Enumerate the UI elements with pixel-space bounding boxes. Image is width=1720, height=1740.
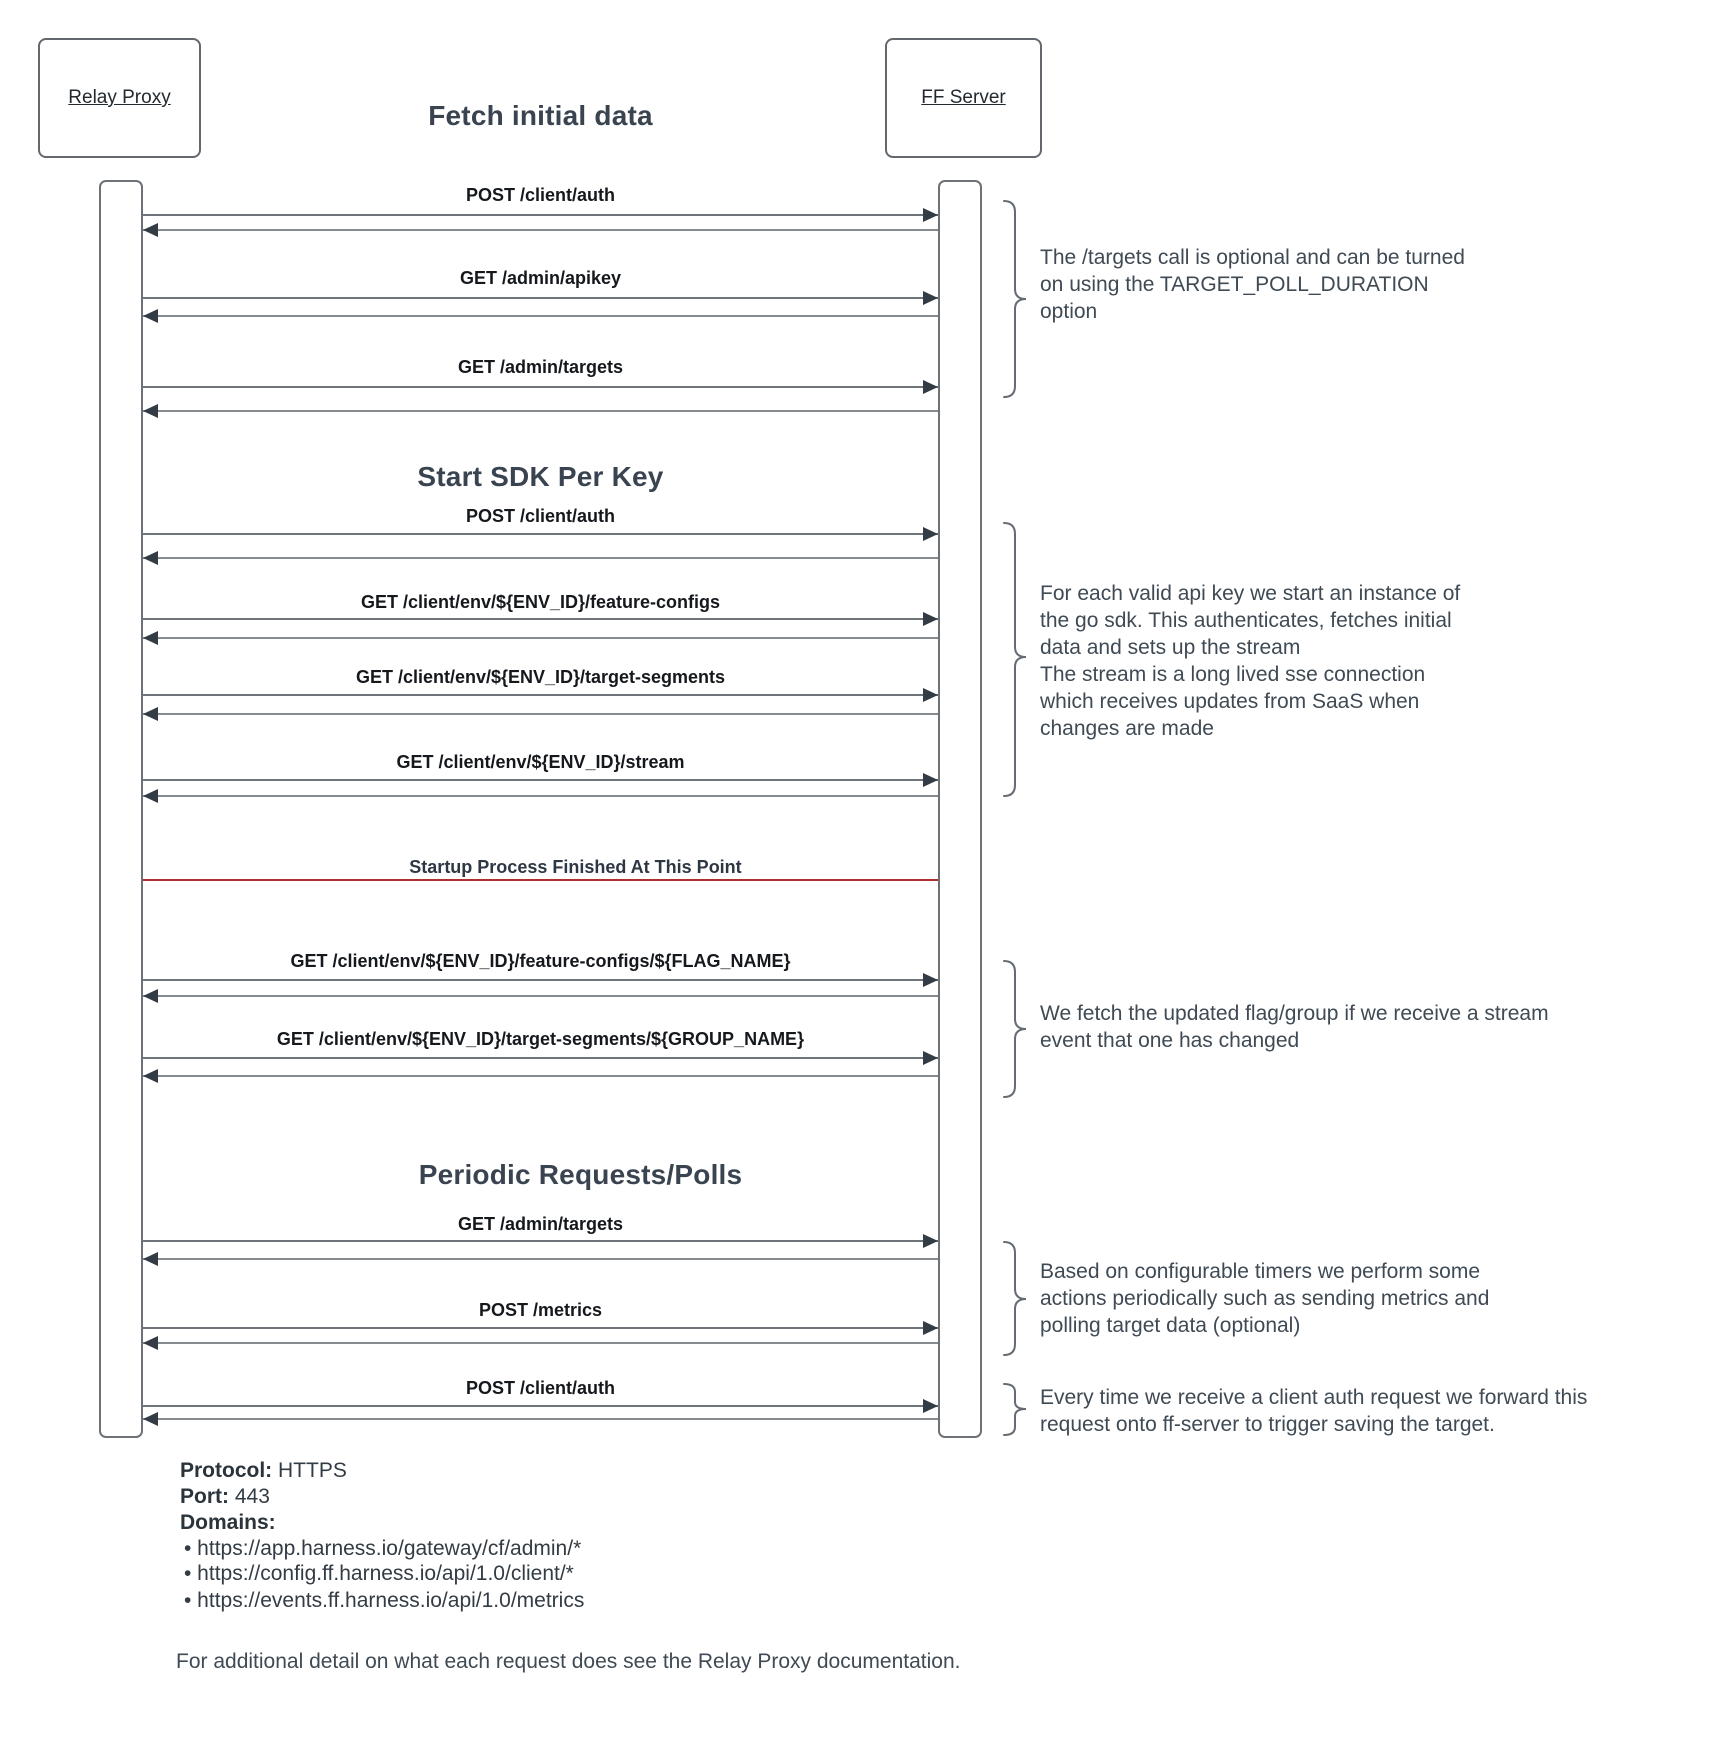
section-heading-start-sdk: Start SDK Per Key	[417, 461, 664, 492]
response-arrow	[143, 789, 938, 803]
request-arrow	[143, 527, 938, 541]
actor-box-relay-proxy: Relay Proxy	[38, 38, 201, 158]
annotation-fetch-updated: We fetch the updated flag/group if we re…	[1040, 1002, 1549, 1052]
actor-label-ff-server: FF Server	[921, 87, 1006, 108]
request-arrow	[143, 1051, 938, 1065]
response-arrow	[143, 551, 938, 565]
startup-finished-label: Startup Process Finished At This Point	[409, 857, 742, 877]
response-arrow	[143, 1336, 938, 1350]
request-arrow	[143, 1234, 938, 1248]
lifeline-bar-ff-server	[938, 180, 982, 1438]
message-label: POST /metrics	[478, 1300, 603, 1320]
domains-label: Domains:	[180, 1511, 276, 1534]
annotation-brace	[1003, 200, 1027, 398]
port-label: Port:	[180, 1485, 229, 1508]
message-label: GET /admin/targets	[457, 1214, 624, 1234]
annotation-targets-optional: The /targets call is optional and can be…	[1040, 246, 1465, 323]
actor-label-relay-proxy: Relay Proxy	[68, 87, 171, 108]
response-arrow	[143, 989, 938, 1003]
domain-item: • https://app.harness.io/gateway/cf/admi…	[184, 1537, 582, 1560]
domain-item: • https://events.ff.harness.io/api/1.0/m…	[184, 1589, 585, 1612]
request-arrow	[143, 688, 938, 702]
annotation-brace	[1003, 1241, 1027, 1356]
message-label: GET /client/env/${ENV_ID}/target-segment…	[355, 667, 726, 687]
message-label: POST /client/auth	[465, 506, 616, 526]
section-heading-periodic: Periodic Requests/Polls	[418, 1159, 743, 1190]
annotation-brace	[1003, 522, 1027, 797]
protocol-value: HTTPS	[272, 1459, 347, 1482]
request-arrow	[143, 208, 938, 222]
annotation-sdk-per-key: For each valid api key we start an insta…	[1040, 582, 1461, 740]
port-value: 443	[229, 1485, 270, 1508]
domains-line: Domains:	[180, 1511, 276, 1535]
request-arrow	[143, 380, 938, 394]
message-label: GET /admin/apikey	[459, 268, 622, 288]
request-arrow	[143, 291, 938, 305]
startup-finished-line	[143, 879, 938, 881]
message-label: POST /client/auth	[465, 185, 616, 205]
response-arrow	[143, 1069, 938, 1083]
actor-box-ff-server: FF Server	[885, 38, 1042, 158]
request-arrow	[143, 773, 938, 787]
domain-item: • https://config.ff.harness.io/api/1.0/c…	[184, 1562, 574, 1585]
protocol-label: Protocol:	[180, 1459, 273, 1482]
port-line: Port: 443	[180, 1485, 270, 1509]
response-arrow	[143, 707, 938, 721]
response-arrow	[143, 309, 938, 323]
response-arrow	[143, 631, 938, 645]
message-label: GET /client/env/${ENV_ID}/stream	[396, 752, 685, 772]
annotation-client-auth-forward: Every time we receive a client auth requ…	[1040, 1386, 1588, 1436]
response-arrow	[143, 1252, 938, 1266]
protocol-line: Protocol: HTTPS	[180, 1459, 347, 1483]
annotation-periodic-timers: Based on configurable timers we perform …	[1040, 1260, 1490, 1337]
message-label: GET /client/env/${ENV_ID}/target-segment…	[276, 1029, 805, 1049]
message-label: GET /client/env/${ENV_ID}/feature-config…	[290, 951, 791, 971]
response-arrow	[143, 1412, 938, 1426]
message-label: GET /client/env/${ENV_ID}/feature-config…	[360, 592, 721, 612]
diagram-title: Fetch initial data	[428, 100, 653, 131]
request-arrow	[143, 612, 938, 626]
response-arrow	[143, 404, 938, 418]
lifeline-bar-relay-proxy	[99, 180, 143, 1438]
annotation-brace	[1003, 1383, 1027, 1436]
message-label: POST /client/auth	[465, 1378, 616, 1398]
request-arrow	[143, 1321, 938, 1335]
response-arrow	[143, 223, 938, 237]
annotation-brace	[1003, 960, 1027, 1098]
footer-note: For additional detail on what each reque…	[176, 1650, 961, 1673]
request-arrow	[143, 973, 938, 987]
request-arrow	[143, 1399, 938, 1413]
message-label: GET /admin/targets	[457, 357, 624, 377]
